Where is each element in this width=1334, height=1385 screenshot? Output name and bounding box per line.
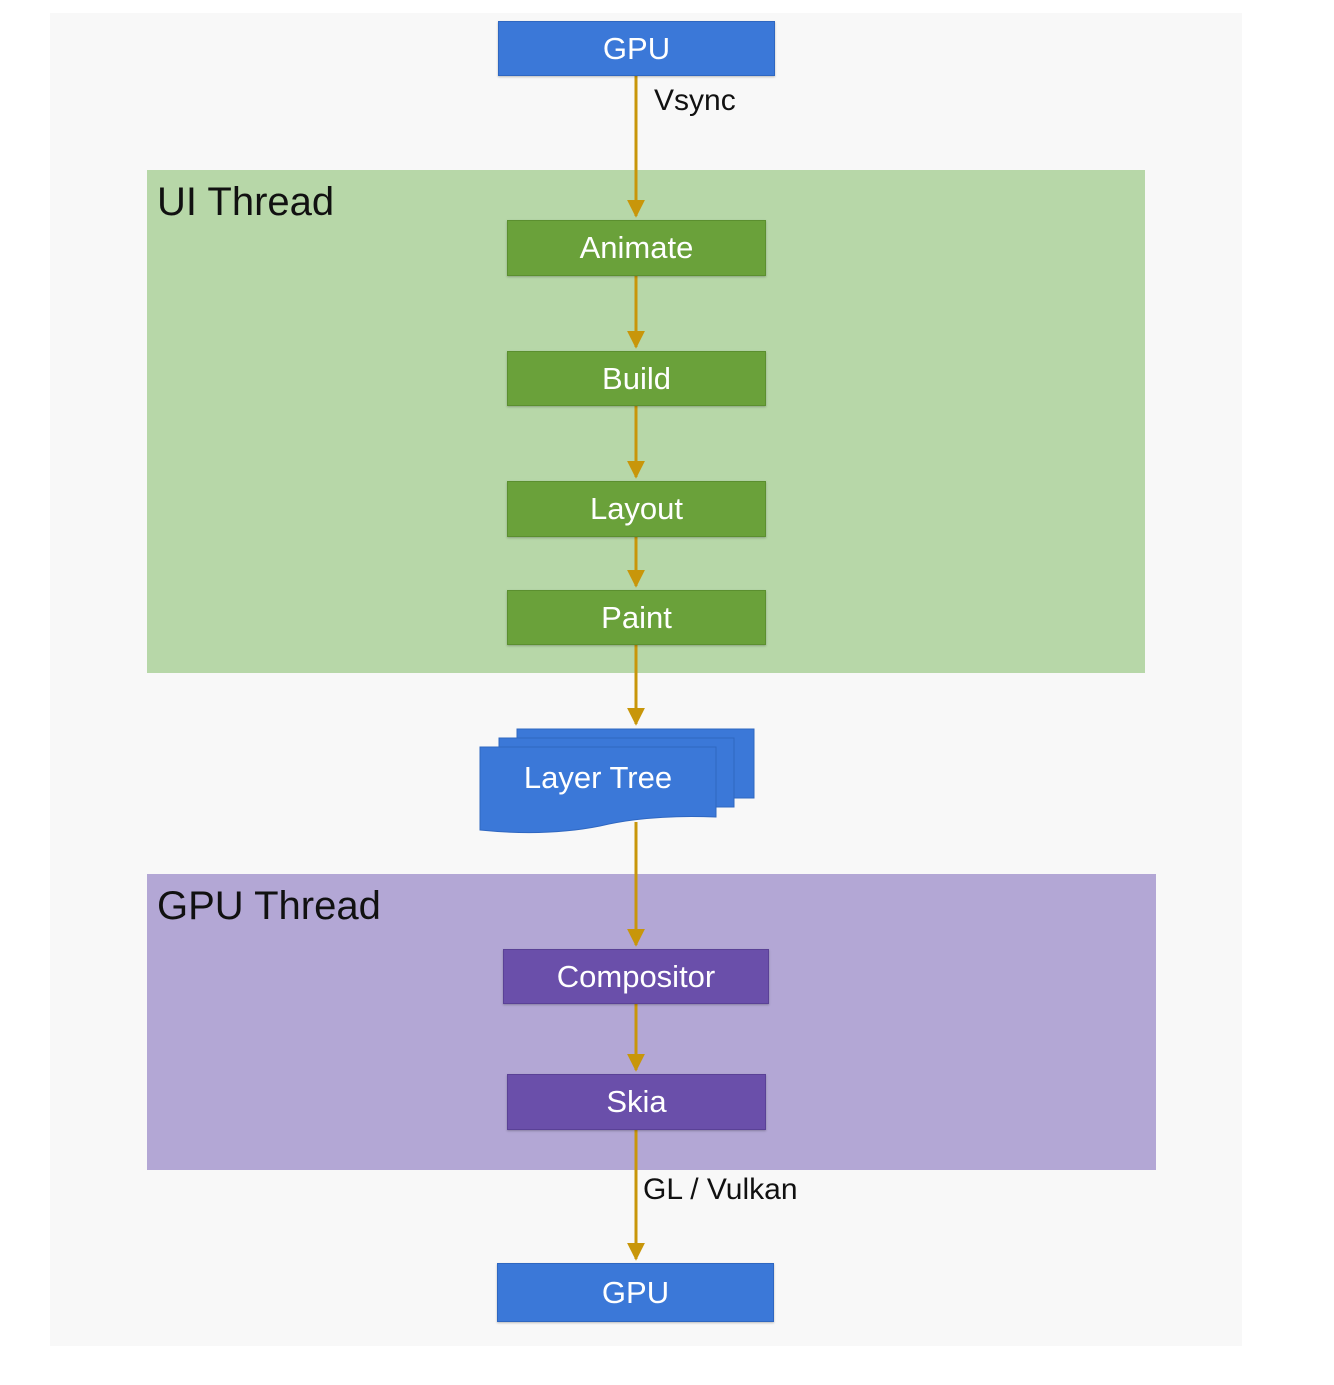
gpu-thread-title: GPU Thread (157, 884, 381, 928)
skia-node: Skia (507, 1074, 766, 1130)
gpu-bottom-node: GPU (497, 1263, 774, 1322)
layer-tree-shape (479, 728, 755, 834)
layer-tree-node: Layer Tree (523, 760, 673, 795)
gl-vulkan-label: GL / Vulkan (643, 1173, 798, 1206)
animate-node: Animate (507, 220, 766, 276)
compositor-node: Compositor (503, 949, 769, 1004)
ui-thread-title: UI Thread (157, 180, 335, 224)
build-node: Build (507, 351, 766, 406)
layout-node: Layout (507, 481, 766, 537)
vsync-label: Vsync (654, 84, 736, 117)
paint-node: Paint (507, 590, 766, 645)
gpu-top-node: GPU (498, 21, 775, 76)
